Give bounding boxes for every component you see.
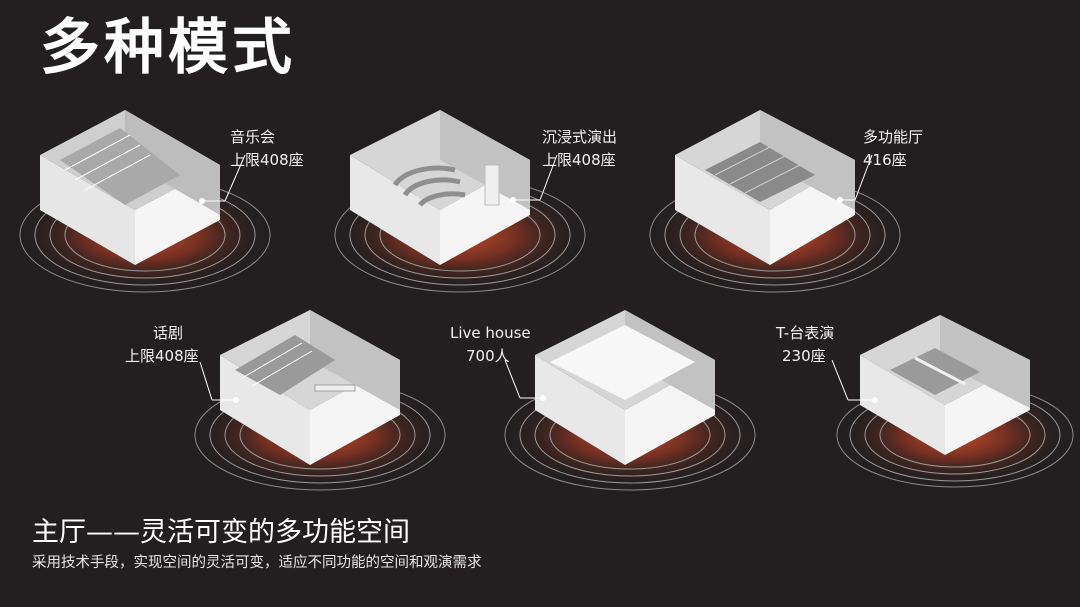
page-title: 多种模式 xyxy=(40,13,296,83)
section-description: 采用技术手段，实现空间的灵活可变，适应不同功能的空间和观演需求 xyxy=(32,555,482,571)
mode-label-livehouse: Live house 700人 xyxy=(450,322,531,368)
mode-name: 音乐会 xyxy=(230,128,276,146)
mode-drama: 话剧 上限408座 xyxy=(120,300,460,540)
mode-multifunction: 多功能厅 416座 xyxy=(649,100,990,340)
mode-runway: T-台表演 230座 xyxy=(740,300,1080,540)
mode-label-runway: T-台表演 230座 xyxy=(776,322,834,368)
section-subtitle: 主厅——灵活可变的多功能空间 xyxy=(32,517,410,548)
room-diagram-multifunction xyxy=(649,110,901,293)
mode-concert: 音乐会 上限408座 xyxy=(19,100,360,340)
room-diagram-concert xyxy=(19,110,271,293)
room-diagram-drama xyxy=(194,310,446,491)
mode-name: T-台表演 xyxy=(776,324,835,342)
mode-name: 话剧 xyxy=(153,324,184,342)
mode-capacity: 230座 xyxy=(782,347,826,365)
room-diagram-runway xyxy=(831,315,1074,488)
mode-label-immersive: 沉浸式演出 上限408座 xyxy=(542,126,617,172)
mode-name: 多功能厅 xyxy=(863,128,924,146)
mode-capacity: 上限408座 xyxy=(125,347,199,365)
mode-label-multifunction: 多功能厅 416座 xyxy=(863,126,923,172)
mode-immersive: 沉浸式演出 上限408座 xyxy=(334,100,675,340)
mode-name: 沉浸式演出 xyxy=(542,128,618,146)
mode-label-concert: 音乐会 上限408座 xyxy=(230,126,304,172)
room-diagram-livehouse xyxy=(504,310,756,491)
room-diagram-immersive xyxy=(334,110,586,293)
mode-livehouse: Live house 700人 xyxy=(430,300,770,540)
mode-capacity: 上限408座 xyxy=(542,151,616,169)
mode-capacity: 上限408座 xyxy=(230,151,304,169)
mode-name: Live house xyxy=(450,324,531,342)
mode-capacity: 700人 xyxy=(466,347,510,365)
mode-capacity: 416座 xyxy=(863,151,907,169)
mode-label-drama: 话剧 上限408座 xyxy=(125,322,199,368)
